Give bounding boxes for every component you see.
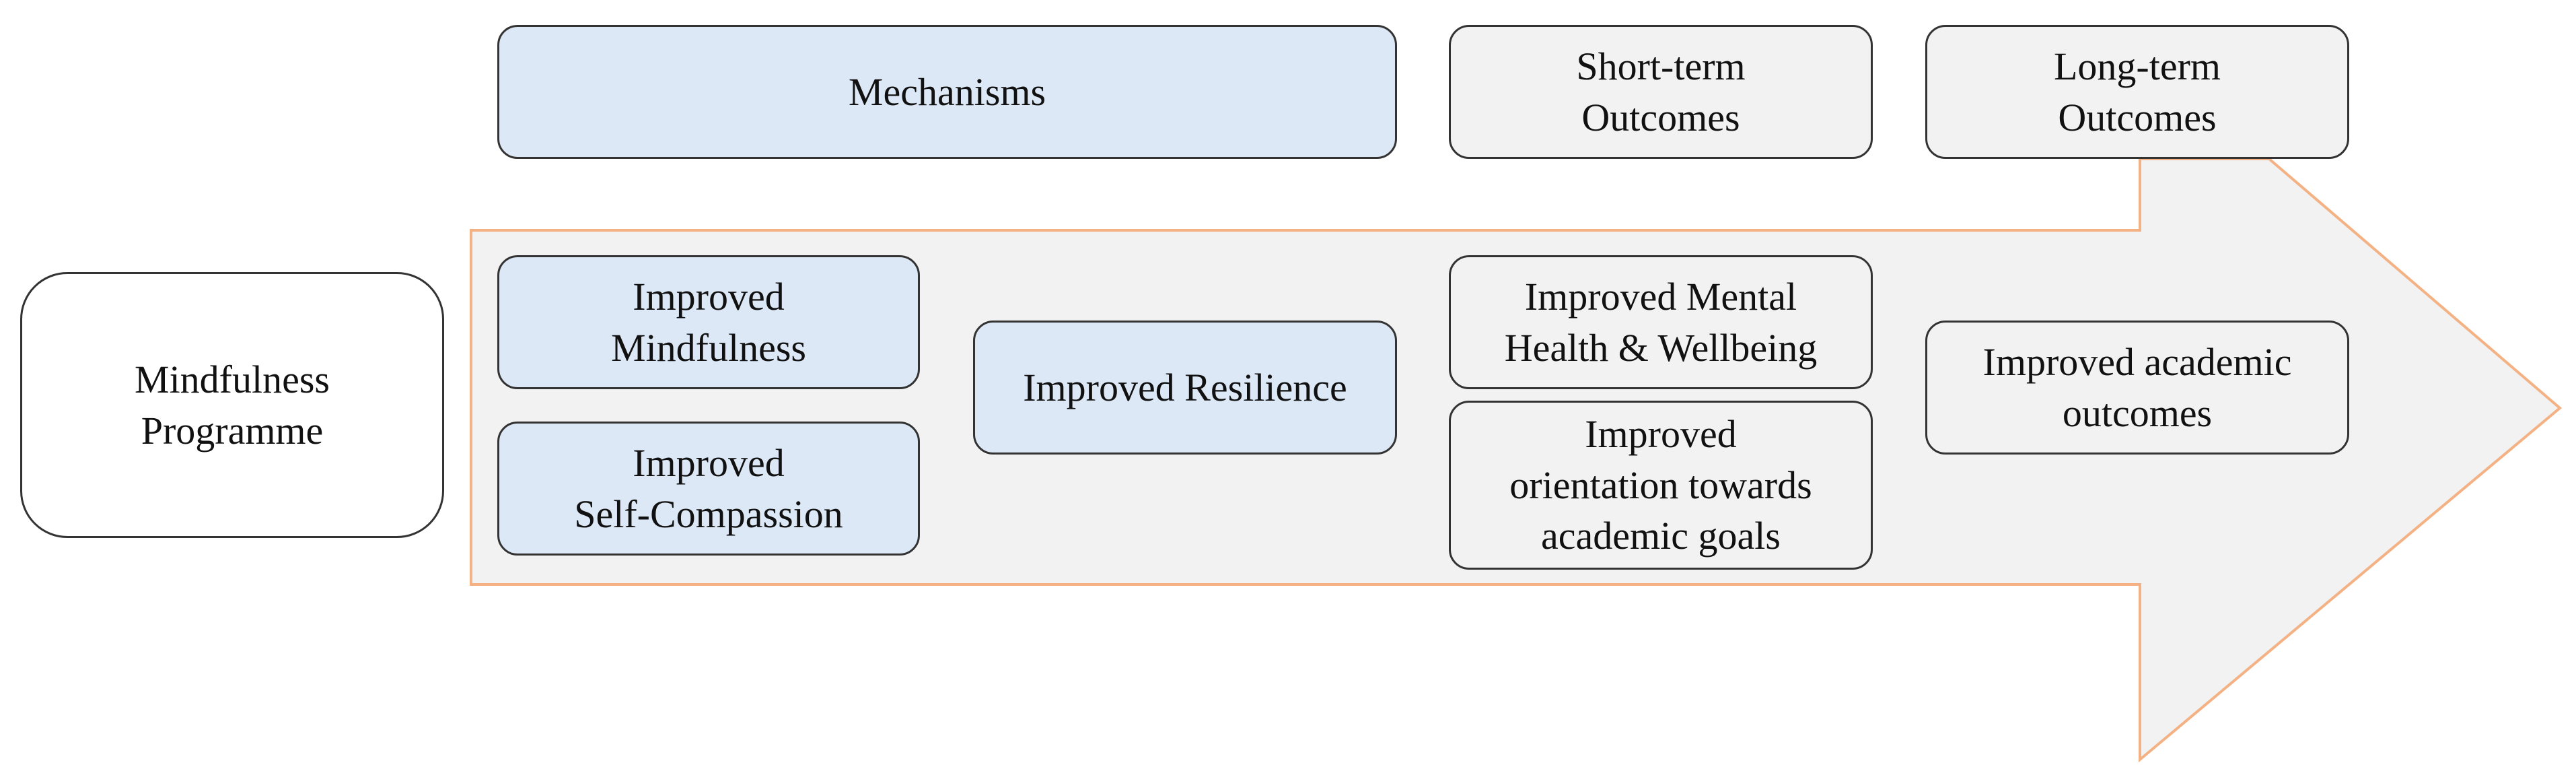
mindfulness-line-2: Mindfulness [611,325,806,370]
improved-mindfulness-box: Improved Mindfulness [497,255,920,389]
header-long-term-line-2: Outcomes [2058,95,2217,139]
header-short-term-outcomes: Short-term Outcomes [1449,25,1873,159]
improved-mental-health-box: Improved Mental Health & Wellbeing [1449,255,1873,389]
academic-line-2: outcomes [2062,391,2213,435]
header-mechanisms-label: Mechanisms [848,69,1046,114]
improved-orientation-box: Improved orientation towards academic go… [1449,401,1873,570]
self-compassion-line-2: Self-Compassion [574,492,843,536]
mental-health-line-1: Improved Mental [1524,275,1797,319]
header-long-term-outcomes: Long-term Outcomes [1925,25,2349,159]
programme-line-2: Programme [141,408,324,452]
header-long-term-line-1: Long-term [2053,44,2221,89]
header-short-term-line-1: Short-term [1576,44,1746,89]
header-short-term-line-2: Outcomes [1581,95,1740,139]
self-compassion-line-1: Improved [633,441,785,485]
orientation-line-3: academic goals [1541,514,1781,558]
improved-resilience-box: Improved Resilience [973,321,1397,455]
orientation-line-1: Improved [1585,412,1737,457]
programme-line-1: Mindfulness [135,358,330,402]
mindfulness-line-1: Improved [633,275,785,319]
academic-line-1: Improved academic [1982,340,2292,384]
improved-self-compassion-box: Improved Self-Compassion [497,422,920,556]
resilience-label: Improved Resilience [1023,365,1347,409]
mindfulness-programme-box: Mindfulness Programme [20,272,444,538]
mental-health-line-2: Health & Wellbeing [1504,325,1818,370]
improved-academic-outcomes-box: Improved academic outcomes [1925,321,2349,455]
orientation-line-2: orientation towards [1509,463,1812,507]
header-mechanisms: Mechanisms [497,25,1397,159]
